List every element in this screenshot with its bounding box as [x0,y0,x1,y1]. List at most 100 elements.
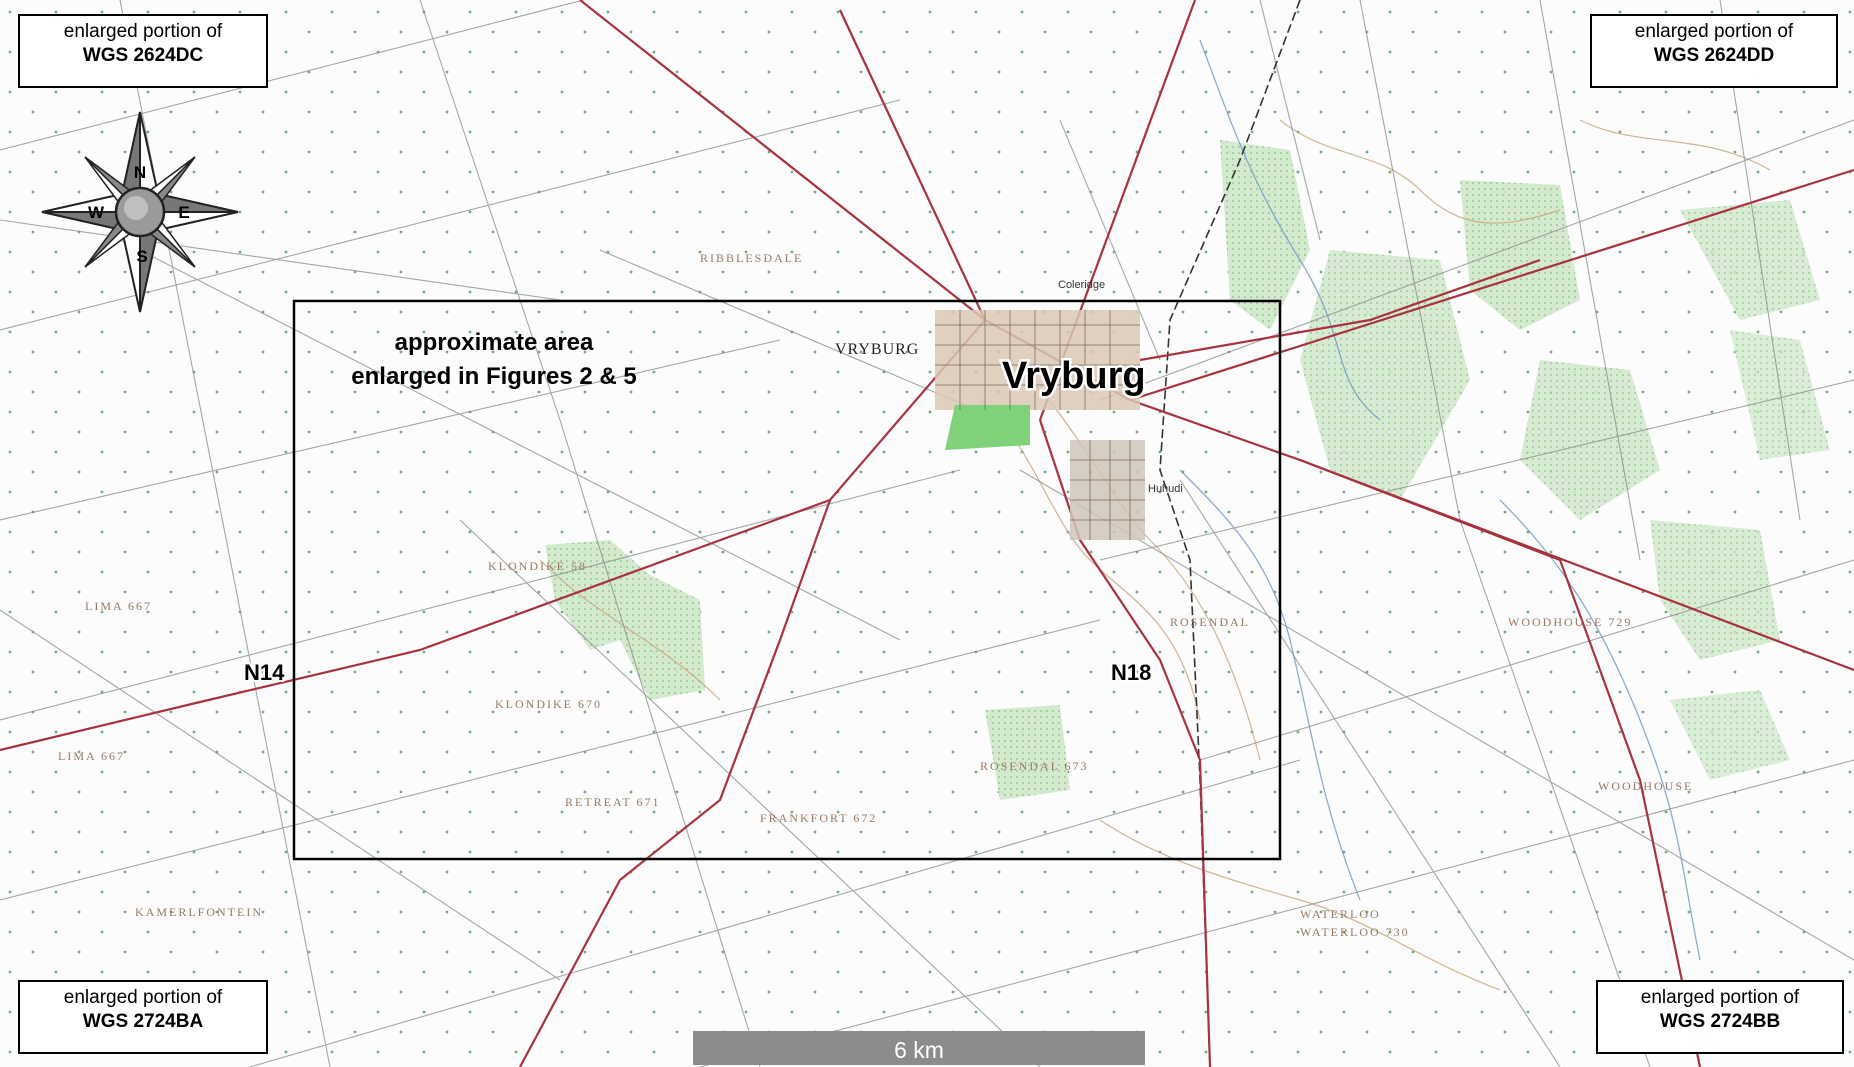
vegetation-east-4 [1520,360,1660,520]
town-park [945,405,1030,450]
vegetation-east-7 [1730,330,1830,460]
sheet-label-bottom-left: enlarged portion of WGS 2724BA [18,980,268,1054]
contour-lines [539,119,1771,991]
boundary-line [249,759,1301,1067]
boundary-line [0,99,901,331]
boundary-line [1099,119,1854,401]
sheet-label-line1: enlarged portion of [63,21,223,42]
label-lima-north: LIMA 667 [85,599,152,613]
vegetation-patches [545,140,1830,800]
sheet-label-bottom-right: enlarged portion of WGS 2724BB [1596,980,1844,1054]
boundary-line [1259,0,1321,241]
scale-bar-label: 6 km [894,1037,944,1063]
road-east-northeast [1129,168,1854,402]
farm-labels: KLONDIKE 58 KLONDIKE 670 RETREAT 671 FRA… [58,251,1693,939]
compass-w: W [88,203,105,222]
compass-s: S [136,247,147,266]
road-north [839,9,986,321]
sheet-label-line1: enlarged portion of [1640,987,1800,1008]
boundary-line [119,239,901,641]
boundary-line [1539,0,1641,561]
approximate-area-label: approximate area enlarged in Figures 2 &… [351,329,636,390]
boundary-line [1019,469,1854,961]
road-southeast [1299,458,1702,1067]
sheet-label-line2: WGS 2624DC [82,45,204,66]
vegetation-east-6 [1680,200,1820,320]
vegetation-east-8 [1670,690,1790,780]
label-retreat: RETREAT 671 [565,795,660,809]
compass-n: N [134,163,146,182]
vegetation-klondike [545,540,705,700]
vegetation-rosendal [985,705,1070,800]
label-lima-south: LIMA 667 [58,749,125,763]
boundary-line [1459,519,1651,1067]
boundary-line [1199,559,1854,761]
boundary-line [699,759,1854,1067]
road-northwest [579,0,986,321]
approximate-area-frame [292,299,1282,861]
label-kamerlfontein: KAMERLFONTEIN [135,905,263,919]
area-label-line2: enlarged in Figures 2 & 5 [351,363,636,390]
boundary-line [1179,479,1561,1067]
contour-line [1099,819,1501,991]
label-woodhouse-729: WOODHOUSE 729 [1508,615,1632,629]
boundary-line [459,519,1041,1067]
boundary-line [0,609,561,981]
stream [1199,39,1381,421]
contour-line [979,399,1201,721]
scale-bar: 6 km [693,1031,1145,1065]
road-southwest [519,499,832,1067]
stream [1179,469,1361,901]
vegetation-east-1 [1220,140,1310,330]
boundary-line [0,0,586,151]
vegetation-east-5 [1650,520,1780,660]
area-label-line1: approximate area [395,329,594,356]
boundary-line [1059,119,1161,361]
contour-line [539,559,721,701]
compass-rose: N S E W [41,111,239,313]
label-coleridge: Coleridge [1058,279,1105,291]
road-east-branch [1139,258,1541,362]
label-klondike-58: KLONDIKE 58 [488,559,587,573]
label-frankfort: FRANKFORT 672 [760,811,877,825]
contour-line [1279,119,1561,224]
town-streets [935,310,1145,540]
label-huhudi: Huhudi [1148,483,1183,495]
place-labels: Coleridge Huhudi [1058,279,1183,495]
road-n14-west [0,319,986,752]
boundary-line [559,419,761,1067]
boundary-line [0,219,561,301]
boundary-line [1359,0,1461,521]
compass-e: E [178,203,189,222]
label-waterloo: WATERLOO [1300,907,1381,921]
label-rosendal-b: ROSENDAL [1170,615,1250,629]
road-label-n18: N18 [1111,660,1151,685]
label-klondike-670: KLONDIKE 670 [495,697,602,711]
boundary-line [599,249,1001,421]
road-label-n14: N14 [244,660,285,685]
boundary-line [0,339,781,521]
vegetation-east-2 [1460,180,1580,330]
sheet-label-line2: WGS 2624DD [1653,45,1775,66]
sheet-label-top-right: enlarged portion of WGS 2624DD [1590,14,1838,88]
boundary-line [419,0,561,421]
sheet-label-line1: enlarged portion of [63,987,223,1008]
label-woodhouse: WOODHOUSE [1598,779,1693,793]
town-small-label: VRYBURG [835,341,919,358]
road-n18-south [1038,419,1212,1067]
sheet-label-line1: enlarged portion of [1634,21,1794,42]
scale-bar-rect [693,1031,1145,1065]
vegetation-east-3 [1300,250,1470,500]
label-waterloo-b: WATERLOO 730 [1300,925,1410,939]
label-rosendal: ROSENDAL 673 [980,759,1089,773]
label-ribblesdale: RIBBLESDALE [700,251,803,265]
town-block [935,310,1140,410]
contour-line [1009,359,1261,761]
sheet-label-line2: WGS 2724BB [1659,1011,1781,1032]
vryburg-town [935,310,1145,540]
